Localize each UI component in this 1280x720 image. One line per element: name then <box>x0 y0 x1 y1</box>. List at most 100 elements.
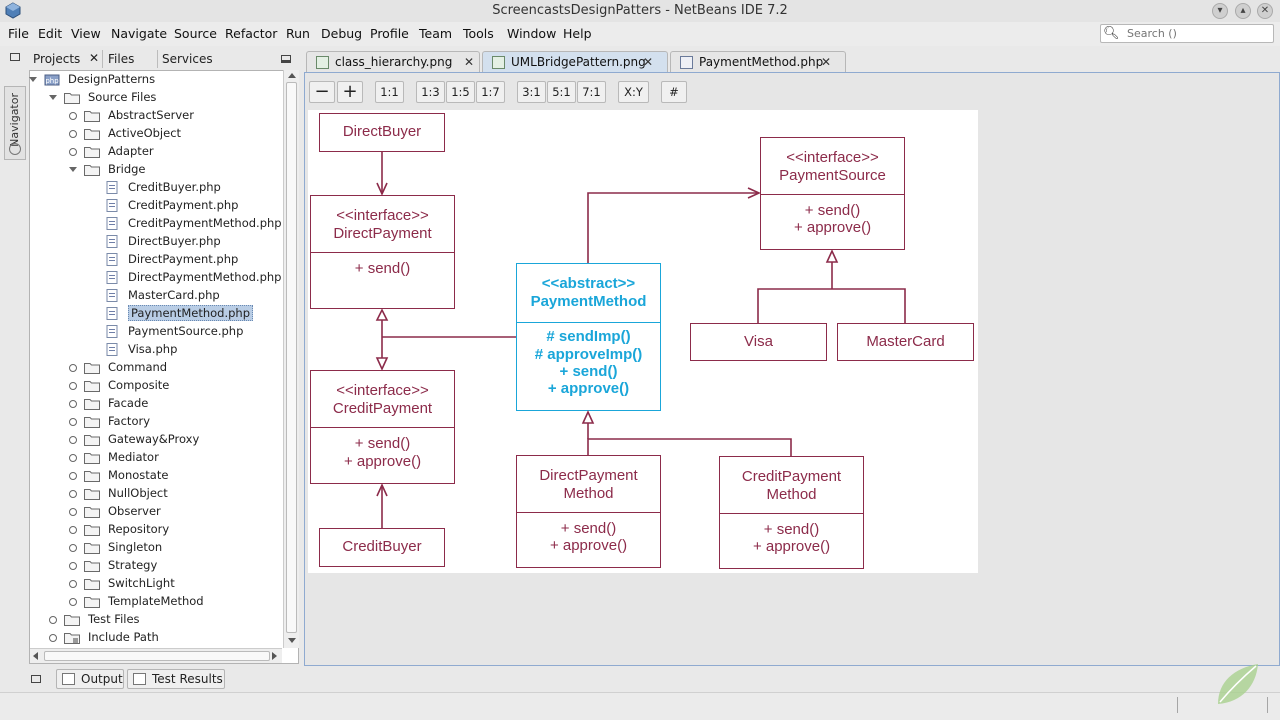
collapsed-node-icon[interactable] <box>49 634 57 642</box>
tree-folder[interactable]: Composite <box>0 377 282 395</box>
menu-help[interactable]: Help <box>563 26 592 41</box>
menu-view[interactable]: View <box>71 26 101 41</box>
zoom-5-1-button[interactable]: 5:1 <box>547 81 576 103</box>
tree-file[interactable]: PaymentMethod.php <box>0 305 282 323</box>
zoom-1-5-button[interactable]: 1:5 <box>446 81 475 103</box>
menu-source[interactable]: Source <box>174 26 217 41</box>
tree-file[interactable]: Visa.php <box>0 341 282 359</box>
tree-folder[interactable]: Repository <box>0 521 282 539</box>
zoom-1-7-button[interactable]: 1:7 <box>476 81 505 103</box>
tree-folder[interactable]: Singleton <box>0 539 282 557</box>
maximize-icon[interactable]: ▴ <box>1235 3 1251 19</box>
collapsed-node-icon[interactable] <box>69 112 77 120</box>
close-icon[interactable]: ✕ <box>1257 3 1273 19</box>
minimize-panel-icon[interactable] <box>281 55 291 63</box>
minimize-icon[interactable]: ▾ <box>1212 3 1228 19</box>
zoom-out-button[interactable]: − <box>309 81 335 103</box>
collapsed-node-icon[interactable] <box>69 400 77 408</box>
restore-window-group-icon[interactable] <box>10 53 20 61</box>
collapsed-node-icon[interactable] <box>69 490 77 498</box>
tree-test-files[interactable]: Test Files <box>0 611 282 629</box>
collapsed-node-icon[interactable] <box>69 526 77 534</box>
tree-folder[interactable]: Mediator <box>0 449 282 467</box>
scroll-thumb[interactable] <box>286 82 297 633</box>
expanded-node-icon[interactable] <box>29 77 37 82</box>
scroll-thumb[interactable] <box>44 651 270 661</box>
expanded-node-icon[interactable] <box>49 95 57 100</box>
tree-folder[interactable]: Adapter <box>0 143 282 161</box>
tab-files[interactable]: Files <box>108 52 135 66</box>
navigator-side-tab[interactable]: Navigator <box>4 86 26 160</box>
tab-projects[interactable]: Projects <box>33 52 81 66</box>
tree-folder[interactable]: TemplateMethod <box>0 593 282 611</box>
collapsed-node-icon[interactable] <box>69 382 77 390</box>
zoom-in-button[interactable]: + <box>337 81 363 103</box>
scroll-left-icon[interactable] <box>33 652 38 660</box>
collapsed-node-icon[interactable] <box>69 544 77 552</box>
collapsed-node-icon[interactable] <box>69 418 77 426</box>
scroll-right-icon[interactable] <box>272 652 277 660</box>
custom-zoom-button[interactable]: X:Y <box>618 81 649 103</box>
tab-class-hierarchy[interactable]: class_hierarchy.png ✕ <box>306 51 480 73</box>
tree-source-files[interactable]: Source Files <box>0 89 282 107</box>
collapsed-node-icon[interactable] <box>69 472 77 480</box>
menu-file[interactable]: File <box>8 26 29 41</box>
tab-payment-method-php[interactable]: PaymentMethod.php ✕ <box>670 51 846 73</box>
close-tab-icon[interactable]: ✕ <box>821 55 832 69</box>
output-tab[interactable]: Output <box>56 669 124 689</box>
tree-folder[interactable]: Strategy <box>0 557 282 575</box>
zoom-1-1-button[interactable]: 1:1 <box>375 81 404 103</box>
menu-window[interactable]: Window <box>507 26 557 41</box>
collapsed-node-icon[interactable] <box>69 436 77 444</box>
close-tab-icon[interactable]: ✕ <box>643 55 654 69</box>
toggle-grid-button[interactable]: # <box>661 81 687 103</box>
tree-file[interactable]: DirectPaymentMethod.php <box>0 269 282 287</box>
tree-folder[interactable]: Command <box>0 359 282 377</box>
tree-folder[interactable]: AbstractServer <box>0 107 282 125</box>
tree-folder[interactable]: SwitchLight <box>0 575 282 593</box>
collapsed-node-icon[interactable] <box>69 148 77 156</box>
menu-profile[interactable]: Profile <box>370 26 409 41</box>
vertical-scrollbar[interactable] <box>283 70 299 648</box>
tree-folder[interactable]: Factory <box>0 413 282 431</box>
tree-file[interactable]: DirectBuyer.php <box>0 233 282 251</box>
tab-uml-bridge-pattern[interactable]: UMLBridgePattern.png ✕ <box>482 51 668 73</box>
collapsed-node-icon[interactable] <box>69 598 77 606</box>
tab-services[interactable]: Services <box>162 52 213 66</box>
menu-tools[interactable]: Tools <box>463 26 494 41</box>
zoom-7-1-button[interactable]: 7:1 <box>577 81 606 103</box>
scroll-up-icon[interactable] <box>288 73 296 78</box>
menu-debug[interactable]: Debug <box>321 26 363 41</box>
tree-folder[interactable]: Monostate <box>0 467 282 485</box>
tree-folder-bridge[interactable]: Bridge <box>0 161 282 179</box>
tree-file[interactable]: MasterCard.php <box>0 287 282 305</box>
tree-folder[interactable]: NullObject <box>0 485 282 503</box>
close-tab-icon[interactable]: ✕ <box>464 55 475 69</box>
tree-folder[interactable]: Gateway&Proxy <box>0 431 282 449</box>
menu-refactor[interactable]: Refactor <box>225 26 278 41</box>
tree-folder[interactable]: Facade <box>0 395 282 413</box>
test-results-tab[interactable]: Test Results <box>127 669 225 689</box>
zoom-1-3-button[interactable]: 1:3 <box>416 81 445 103</box>
tree-file[interactable]: CreditBuyer.php <box>0 179 282 197</box>
tree-file[interactable]: CreditPayment.php <box>0 197 282 215</box>
tree-include-path[interactable]: Include Path <box>0 629 282 647</box>
restore-output-group-icon[interactable] <box>31 675 41 683</box>
horizontal-scrollbar[interactable] <box>30 648 282 663</box>
menu-team[interactable]: Team <box>419 26 453 41</box>
close-projects-tab-icon[interactable]: ✕ <box>89 51 100 65</box>
menu-edit[interactable]: Edit <box>38 26 63 41</box>
collapsed-node-icon[interactable] <box>69 364 77 372</box>
collapsed-node-icon[interactable] <box>69 562 77 570</box>
collapsed-node-icon[interactable] <box>69 130 77 138</box>
tree-folder[interactable]: ActiveObject <box>0 125 282 143</box>
collapsed-node-icon[interactable] <box>69 580 77 588</box>
collapsed-node-icon[interactable] <box>69 508 77 516</box>
search-box[interactable]: 🔍︎ <box>1100 24 1274 43</box>
expanded-node-icon[interactable] <box>69 167 77 172</box>
tree-file[interactable]: DirectPayment.php <box>0 251 282 269</box>
menu-run[interactable]: Run <box>286 26 310 41</box>
tree-file[interactable]: CreditPaymentMethod.php <box>0 215 282 233</box>
search-input[interactable] <box>1127 26 1267 41</box>
